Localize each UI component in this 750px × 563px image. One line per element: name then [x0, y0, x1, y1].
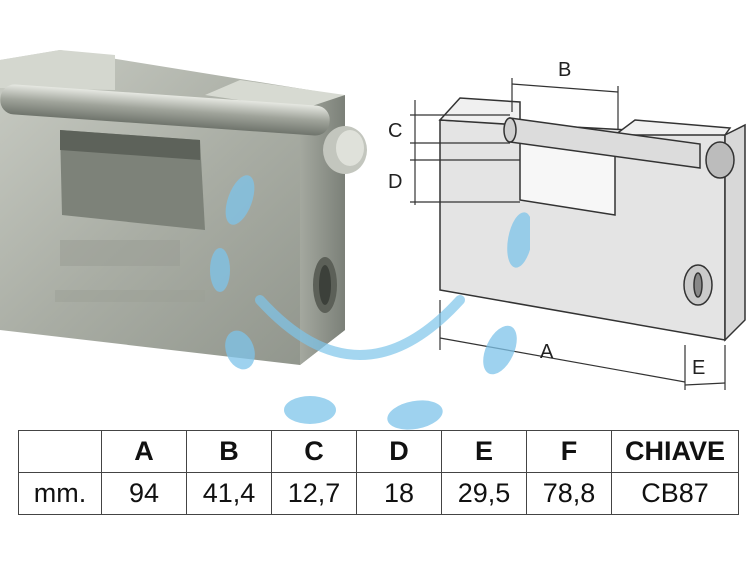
unit-cell: mm.: [18, 472, 102, 515]
header-chiave: CHIAVE: [611, 430, 739, 473]
label-a: A: [540, 341, 554, 363]
specs-table: A B C D E F CHIAVE mm. 94 41,4 12,7 18 2…: [18, 430, 739, 515]
label-c: C: [388, 120, 402, 142]
header-c: C: [271, 430, 357, 473]
value-d: 18: [356, 472, 442, 515]
header-f: F: [526, 430, 612, 473]
header-empty: [18, 430, 102, 473]
value-c: 12,7: [271, 472, 357, 515]
header-a: A: [101, 430, 187, 473]
watermark-logo: [210, 175, 530, 430]
value-f: 78,8: [526, 472, 612, 515]
header-d: D: [356, 430, 442, 473]
label-d: D: [388, 171, 402, 193]
padlock-photo: [0, 50, 367, 365]
header-e: E: [441, 430, 527, 473]
value-e: 29,5: [441, 472, 527, 515]
value-chiave: CB87: [611, 472, 739, 515]
padlock-dimension-drawing: B C D A E: [388, 59, 746, 390]
value-a: 94: [101, 472, 187, 515]
specs-header-row: A B C D E F CHIAVE: [18, 430, 739, 473]
label-e: E: [692, 357, 705, 379]
header-b: B: [186, 430, 272, 473]
specs-value-row: mm. 94 41,4 12,7 18 29,5 78,8 CB87: [18, 472, 739, 515]
label-b: B: [558, 59, 571, 81]
value-b: 41,4: [186, 472, 272, 515]
